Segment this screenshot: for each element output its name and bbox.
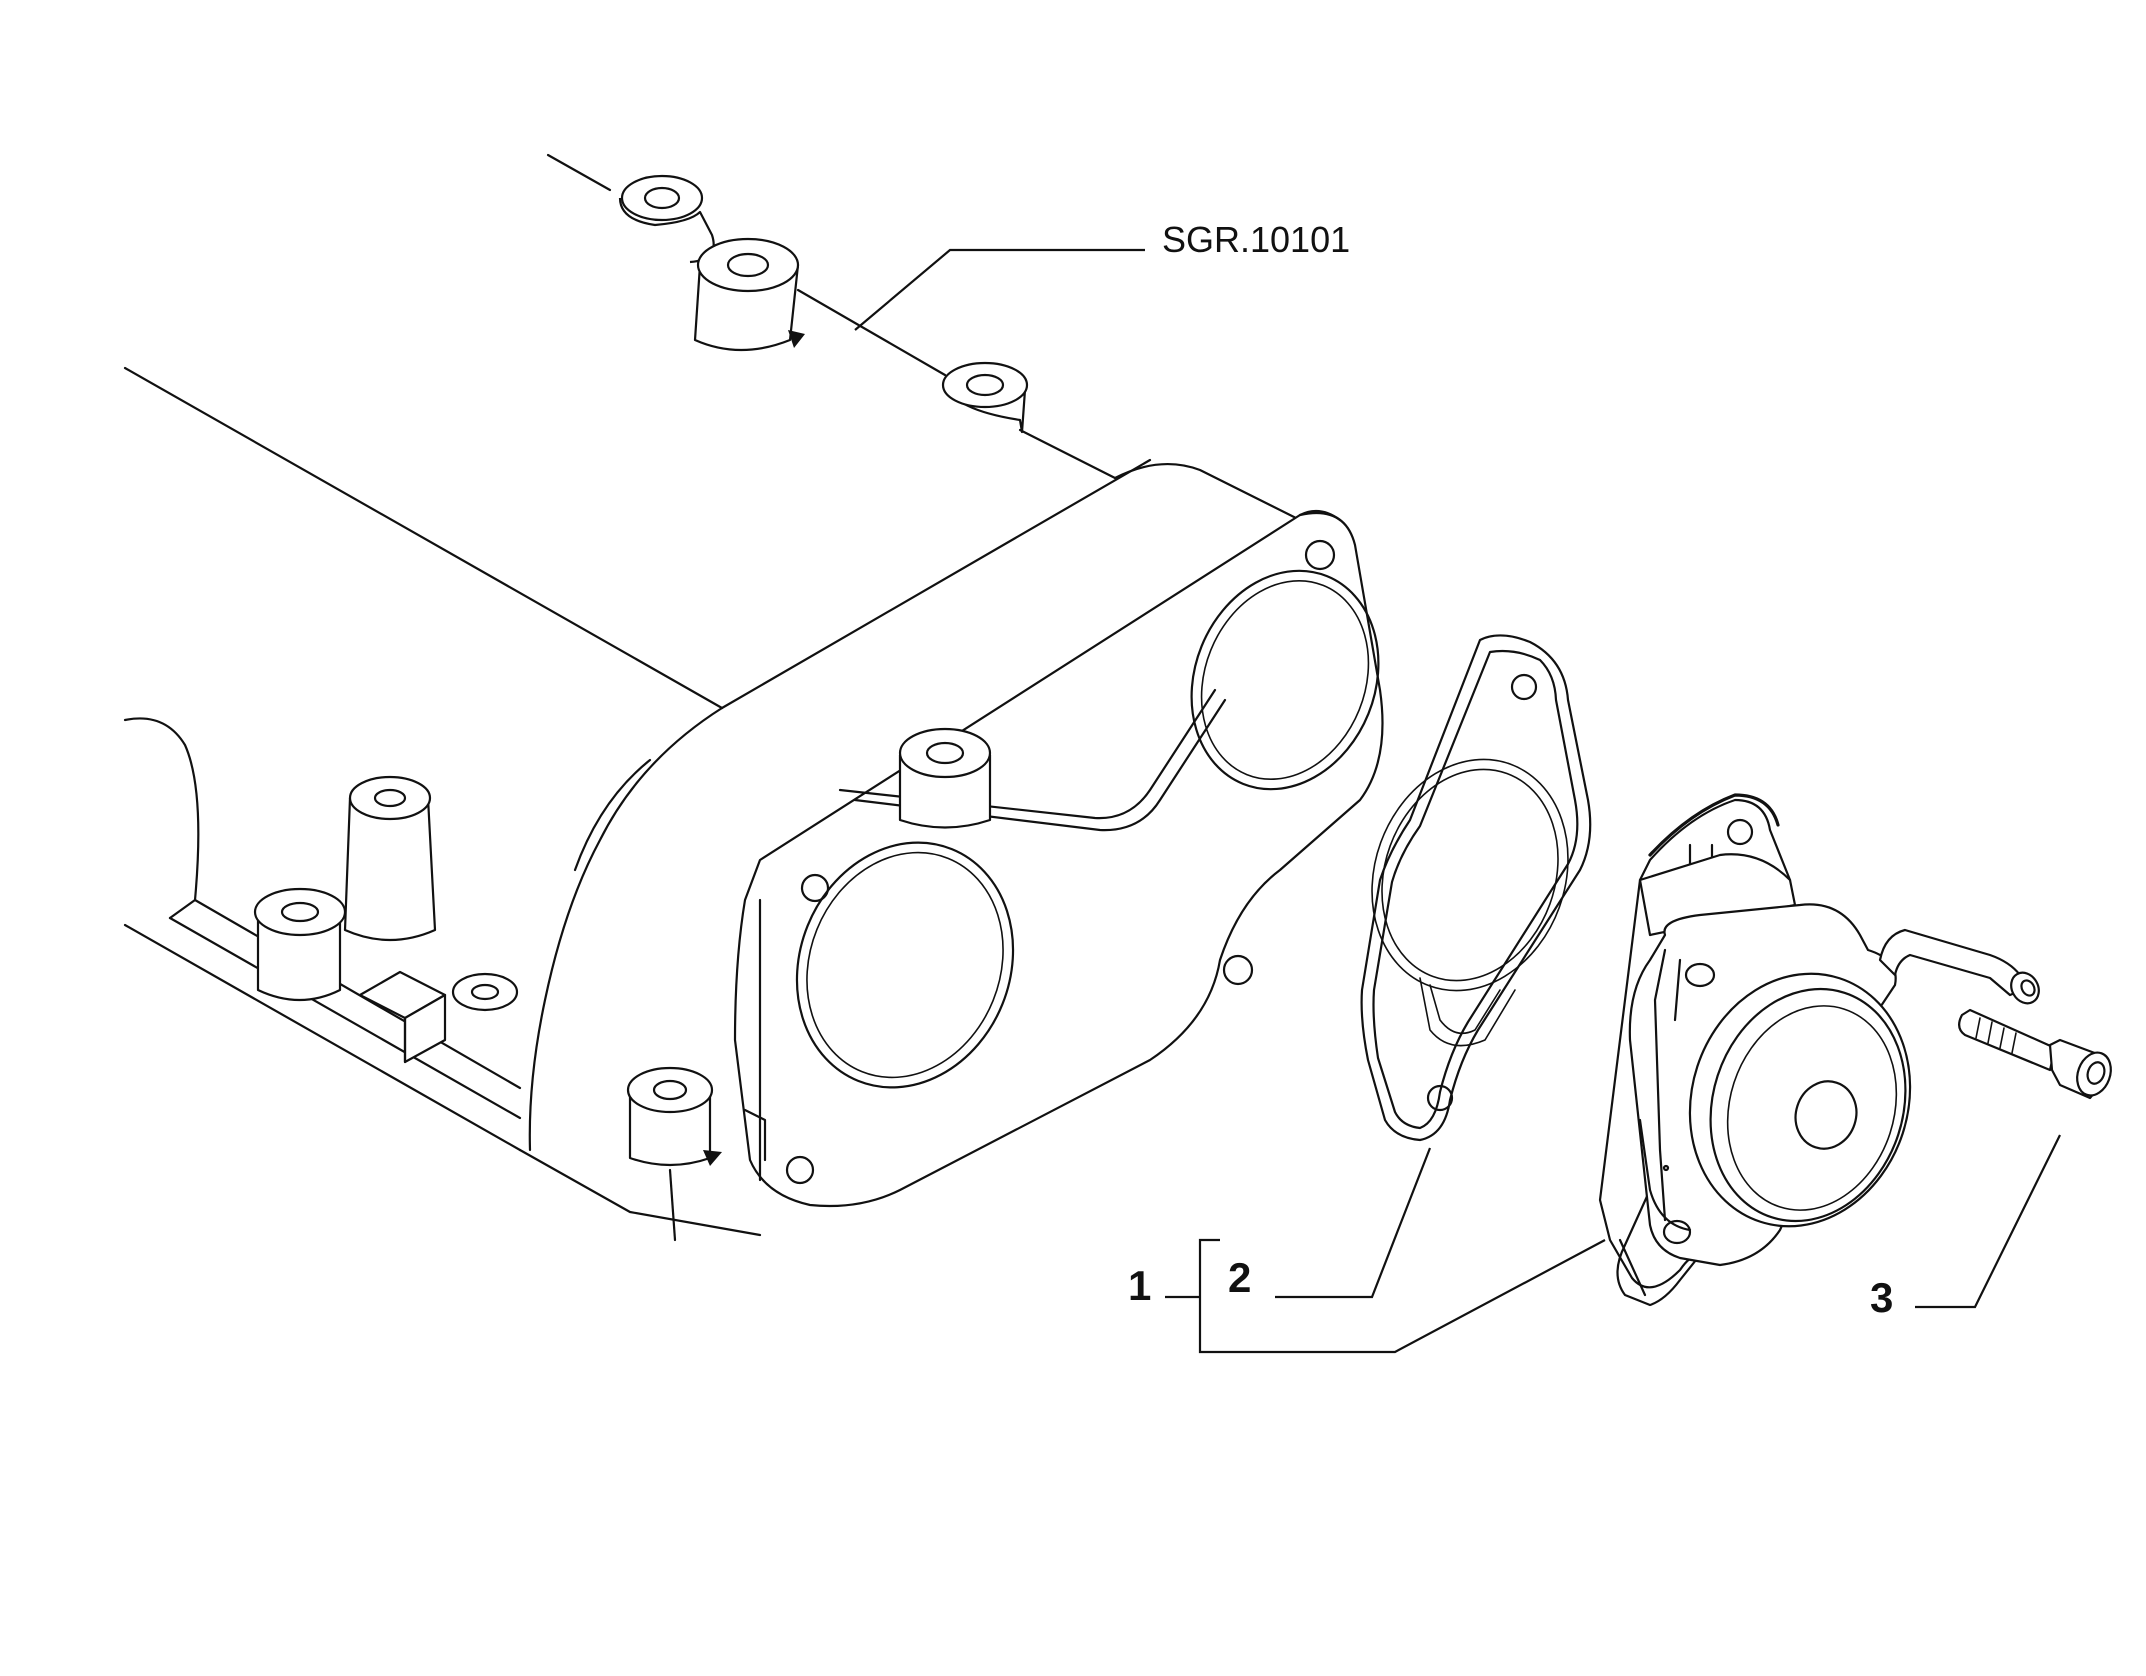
callout-1-label: 1 (1128, 1262, 1151, 1309)
cylinder-head (123, 153, 1384, 1242)
reference-label-sgr: SGR.10101 (1162, 219, 1350, 260)
leader-lines (854, 248, 2061, 1354)
bolt-part-3 (1958, 1008, 2112, 1100)
gasket-part-2 (1360, 634, 1592, 1142)
callout-3-label: 3 (1870, 1274, 1893, 1321)
pump-housing-part-1 (1598, 793, 2040, 1307)
head-bosses (253, 174, 1029, 1167)
callout-2-label: 2 (1228, 1254, 1251, 1301)
labels: SGR.10101 1 2 3 (1128, 219, 1893, 1321)
